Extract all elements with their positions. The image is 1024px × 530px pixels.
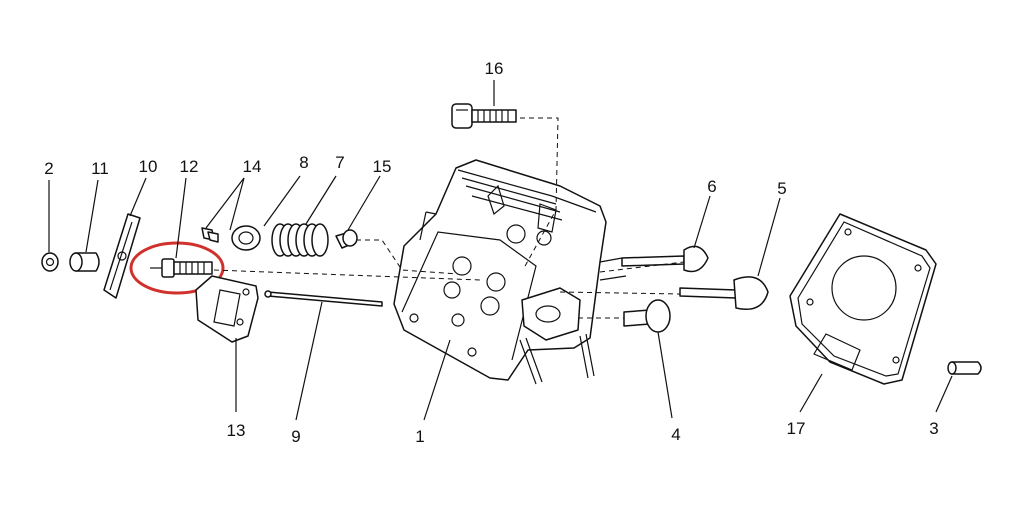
callout-6: 6 bbox=[707, 177, 716, 196]
part-2-nut[interactable] bbox=[41, 252, 59, 272]
callout-15: 15 bbox=[373, 157, 392, 176]
part-11-sleeve[interactable] bbox=[69, 252, 100, 272]
callout-2: 2 bbox=[44, 159, 53, 178]
callout-17: 17 bbox=[787, 419, 806, 438]
leader-lines bbox=[48, 80, 953, 421]
callout-8: 8 bbox=[299, 153, 308, 172]
callout-14: 14 bbox=[243, 157, 262, 176]
part-6-valve[interactable] bbox=[621, 245, 709, 273]
callout-10: 10 bbox=[139, 157, 158, 176]
part-3-dowel-pin[interactable] bbox=[947, 361, 982, 375]
part-12-pivot-stud[interactable] bbox=[150, 258, 213, 278]
callout-13: 13 bbox=[227, 421, 246, 440]
callout-9: 9 bbox=[291, 427, 300, 446]
part-13-guide-plate[interactable] bbox=[195, 275, 259, 343]
part-4-guide[interactable] bbox=[623, 299, 671, 333]
highlight-circle bbox=[129, 241, 225, 295]
part-17-head-gasket[interactable] bbox=[789, 213, 937, 385]
callout-1: 1 bbox=[415, 427, 424, 446]
alignment-lines bbox=[213, 117, 685, 319]
callout-7: 7 bbox=[335, 153, 344, 172]
part-7-valve-spring[interactable] bbox=[271, 223, 329, 257]
callout-3: 3 bbox=[929, 419, 938, 438]
callout-4: 4 bbox=[671, 425, 680, 444]
callout-labels: 2 11 10 12 14 8 7 15 16 6 5 13 9 1 4 17 … bbox=[44, 59, 938, 446]
part-1-cylinder-head[interactable] bbox=[393, 159, 627, 385]
callout-5: 5 bbox=[777, 179, 786, 198]
part-15-stem-seal[interactable] bbox=[335, 229, 358, 249]
callout-16: 16 bbox=[485, 59, 504, 78]
part-16-bolt[interactable] bbox=[451, 103, 517, 129]
part-14-keepers[interactable] bbox=[201, 227, 219, 243]
callout-12: 12 bbox=[180, 157, 199, 176]
part-10-rocker-arm[interactable] bbox=[103, 213, 141, 299]
part-9-push-rod[interactable] bbox=[264, 290, 383, 307]
part-5-valve[interactable] bbox=[679, 276, 769, 310]
callout-11: 11 bbox=[91, 159, 109, 178]
part-8-retainer[interactable] bbox=[231, 225, 261, 251]
